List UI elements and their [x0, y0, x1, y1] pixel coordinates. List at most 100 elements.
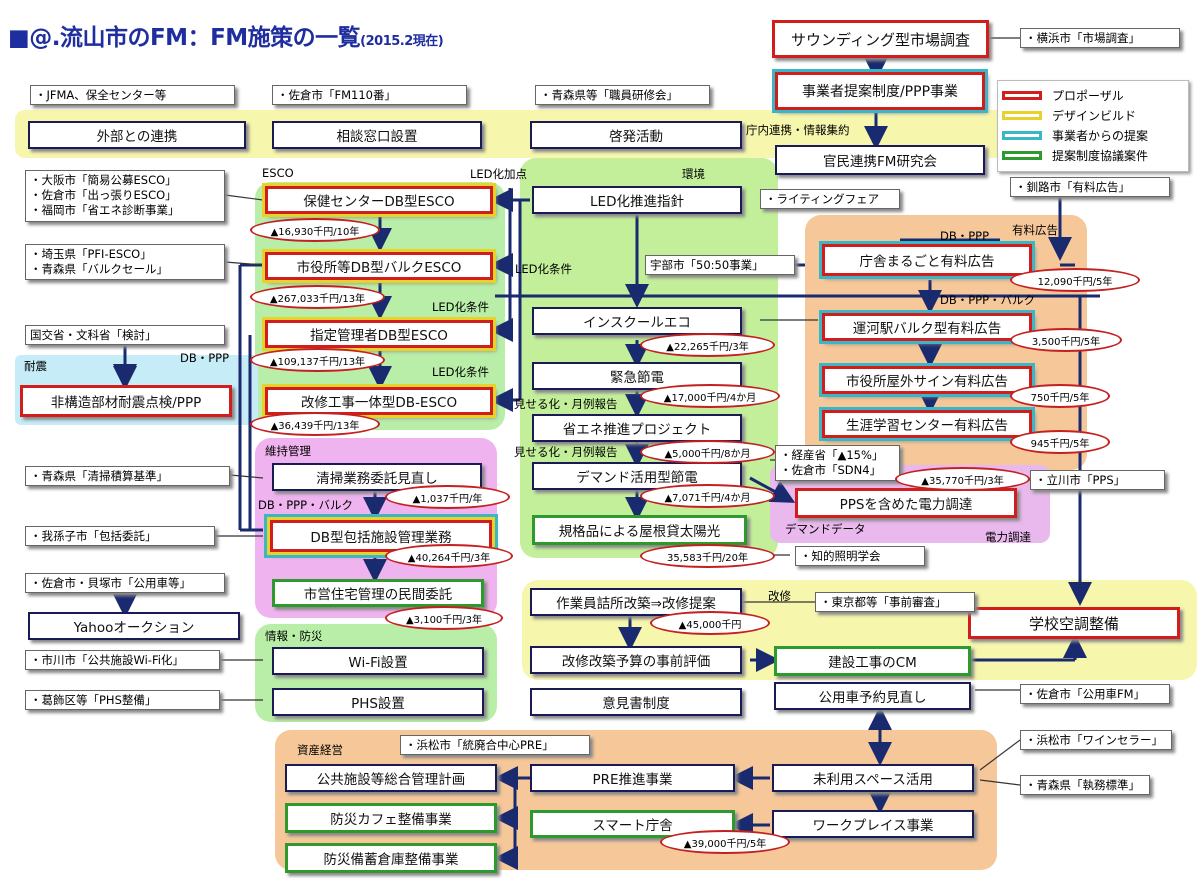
box-db-hokatsu: DB型包括施設管理業務	[270, 520, 492, 552]
box-phs: PHS設置	[272, 688, 484, 716]
label-taishin: 耐震	[24, 359, 47, 373]
label-db-ppp-bulk: DB・PPP・バルク	[940, 293, 1036, 307]
box-cm: 建設工事のCM	[774, 646, 971, 676]
box-workplace: ワークプレイス事業	[772, 810, 974, 838]
box-gaibu: 外部との連携	[28, 121, 246, 149]
box-shougai-ad: 生涯学習センター有料広告	[822, 410, 1032, 438]
label-led-jouken-2: LED化条件	[432, 300, 490, 314]
amount-sagyouin: ▲45,000千円	[650, 611, 770, 635]
note-line: ・佐倉市「出っ張りESCO」	[30, 188, 177, 202]
box-inschool: インスクールエコ	[532, 307, 742, 335]
amount-shiyakusho-sign: 750千円/5年	[1010, 384, 1110, 408]
box-gakkou: 学校空調整備	[968, 607, 1180, 639]
amount-chosha-ad: 12,090千円/5年	[1010, 268, 1140, 292]
amount-smart: ▲39,000千円/5年	[660, 830, 790, 854]
box-shiyakusho-esco: 市役所等DB型バルクESCO	[265, 252, 493, 280]
amount-shitei: ▲109,137千円/13年	[250, 348, 385, 372]
note-tachikawa: ・立川市「PPS」	[1030, 470, 1165, 490]
box-miriyou: 未利用スペース活用	[772, 764, 974, 792]
box-kinkyu: 緊急節電	[532, 362, 742, 390]
box-unga-ad: 運河駅バルク型有料広告	[822, 313, 1032, 341]
legend-item-jigyosha: 事業者からの提案	[1002, 127, 1148, 144]
box-sounding: サウンディング型市場調査	[772, 20, 989, 58]
note-aomori-shitsumu: ・青森県「執務標準」	[1020, 775, 1150, 795]
box-kikaku: 規格品による屋根貸太陽光	[532, 515, 747, 545]
amount-seisou: ▲1,037千円/年	[385, 485, 510, 509]
box-keihatsu: 啓発活動	[530, 121, 742, 149]
label-yuryo-koukoku: 有料広告	[1012, 223, 1058, 237]
note-line: ・青森県「バルクセール」	[30, 262, 168, 276]
legend: プロポーザル デザインビルド 事業者からの提案 提案制度協議案件	[997, 80, 1189, 172]
box-bousai-cafe: 防災カフェ整備事業	[285, 803, 497, 833]
box-smart: スマート庁舎	[530, 810, 735, 838]
note-yokohama: ・横浜市「市場調査」	[1020, 28, 1180, 48]
page-title: ■@.流山市のFM：FM施策の一覧(2015.2現在)	[8, 25, 444, 51]
amount-inschool: ▲22,265千円/3年	[640, 333, 775, 357]
box-shiei: 市営住宅管理の民間委託	[272, 579, 484, 607]
label-db-ppp-bulk-2: DB・PPP・バルク	[258, 498, 354, 512]
box-koyousha: 公用車予約見直し	[774, 682, 971, 710]
note-line: ・大阪市「簡易公募ESCO」	[30, 173, 177, 187]
note-kokkosho: 国交省・文科省「検討」	[25, 325, 225, 345]
note-line: ・埼玉県「PFI-ESCO」	[30, 247, 152, 261]
note-aomori-seisou: ・青森県「清掃積算基準」	[25, 466, 230, 486]
note-hamamatsu-wine: ・浜松市「ワインセラー」	[1020, 730, 1172, 750]
label-esco: ESCO	[262, 166, 294, 180]
box-chosha-ad: 庁舎まるごと有料広告	[822, 244, 1032, 276]
amount-shougai-ad: 945千円/5年	[1010, 430, 1110, 454]
label-db-ppp-2: DB・PPP	[940, 229, 990, 243]
box-koukyou: 公共施設等総合管理計画	[285, 764, 497, 792]
label-led-kakaten: LED化加点	[470, 167, 528, 181]
box-led: LED化推進指針	[532, 186, 742, 214]
legend-item-proposal: プロポーザル	[1002, 87, 1124, 104]
amount-shiyakusho-esco: ▲267,033千円/13年	[250, 285, 385, 309]
label-db-ppp-1: DB・PPP	[180, 351, 230, 365]
note-abiko: ・我孫子市「包括委託」	[25, 526, 215, 546]
label-joho-bousai: 情報・防災	[265, 629, 323, 643]
note-katsushika: ・葛飾区等「PHS整備」	[25, 690, 220, 710]
note-tokyo: ・東京都等「事前審査」	[815, 592, 975, 612]
amount-kikaku: 35,583千円/20年	[640, 544, 775, 568]
label-mieru-2: 見せる化・月例報告	[514, 445, 618, 459]
note-sakura110: ・佐倉市「FM110番」	[272, 85, 467, 105]
amount-shoene: ▲5,000千円/8か月	[640, 440, 775, 464]
note-lighting: ・ライティングフェア	[760, 189, 900, 209]
note-ichikawa: ・市川市「公共施設Wi-Fi化」	[25, 650, 220, 670]
note-kushiro: ・釧路市「有料広告」	[1010, 177, 1170, 197]
note-esco-refs: ・大阪市「簡易公募ESCO」 ・佐倉市「出っ張りESCO」 ・福岡市「省エネ診断…	[25, 170, 225, 222]
legend-item-kyogi: 提案制度協議案件	[1002, 147, 1148, 164]
amount-db-hokatsu: ▲40,264千円/3年	[385, 544, 513, 568]
amount-kaishu-esco: ▲36,439千円/13年	[250, 412, 380, 436]
label-kankyo: 環境	[682, 167, 705, 181]
box-kaishu-esco: 改修工事一体型DB-ESCO	[265, 387, 493, 415]
note-hamamatsu-pre: ・浜松市「統廃合中心PRE」	[400, 735, 590, 755]
note-ube: 宇部市「50:50事業」	[645, 255, 795, 275]
amount-hoken: ▲16,930千円/10年	[250, 218, 380, 242]
box-hoken-esco: 保健センターDB型ESCO	[265, 186, 493, 214]
amount-demand: ▲7,071千円/4か月	[640, 484, 775, 508]
note-jfma: ・JFMA、保全センター等	[30, 85, 235, 105]
box-shoene: 省エネ推進プロジェクト	[532, 414, 742, 442]
box-iken: 意見書制度	[530, 688, 742, 716]
note-line: ・佐倉市「SDN4」	[780, 463, 882, 477]
box-ppp: 事業者提案制度/PPP事業	[775, 72, 985, 110]
box-kaishu-yosan: 改修改築予算の事前評価	[530, 646, 742, 674]
label-demand-data: デマンドデータ	[785, 522, 866, 536]
note-keizai: ・経産省「▲15%」 ・佐倉市「SDN4」	[775, 445, 900, 481]
note-sakura-fm: ・佐倉市「公用車FM」	[1020, 684, 1170, 704]
box-hikozo: 非構造部材耐震点検/PPP	[20, 385, 232, 417]
box-kanmin: 官民連携FM研究会	[775, 145, 985, 175]
box-sagyouin: 作業員詰所改築⇒改修提案	[530, 588, 742, 616]
label-kaishu: 改修	[768, 589, 791, 603]
label-led-jouken-3: LED化条件	[432, 365, 490, 379]
note-pfi-refs: ・埼玉県「PFI-ESCO」 ・青森県「バルクセール」	[25, 244, 225, 280]
box-wifi: Wi-Fi設置	[272, 647, 484, 675]
amount-shiei: ▲3,100千円/3年	[385, 606, 503, 630]
label-iji-kanri: 維持管理	[265, 444, 311, 458]
box-yahoo: Yahooオークション	[28, 612, 240, 640]
label-mieru-1: 見せる化・月例報告	[514, 397, 618, 411]
label-led-jouken-1: LED化条件	[515, 262, 573, 276]
amount-pps: ▲35,770千円/3年	[895, 467, 1030, 491]
box-shitei-esco: 指定管理者DB型ESCO	[265, 320, 493, 348]
label-denryoku: 電力調達	[985, 530, 1031, 544]
